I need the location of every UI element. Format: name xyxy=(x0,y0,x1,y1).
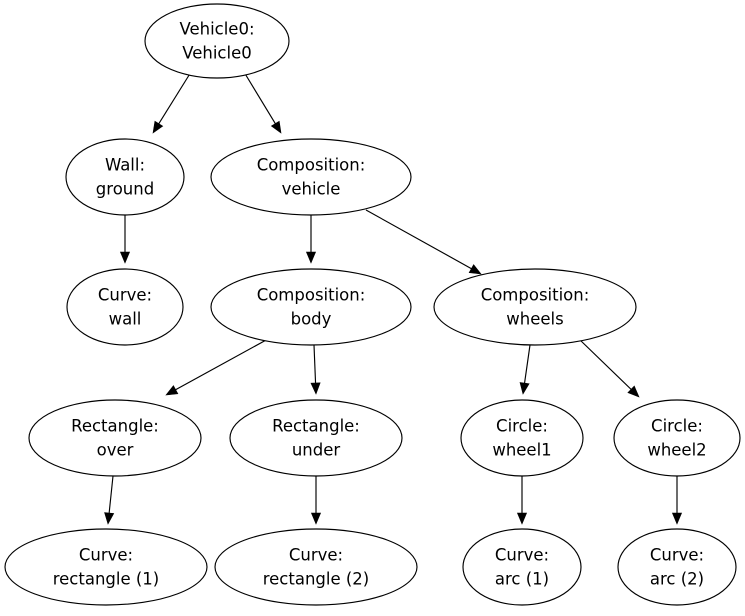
graph-node-curve-arc-1[interactable]: Curve: arc (1) xyxy=(462,528,582,606)
edge-arrowhead-icon xyxy=(305,251,317,264)
edge-line xyxy=(523,344,531,386)
node-label-line2: arc (1) xyxy=(495,570,549,589)
node-label-line1: Curve: xyxy=(289,546,343,565)
graph-node-circle-wheel2[interactable]: Circle: wheel2 xyxy=(613,399,741,477)
graph-edge xyxy=(519,344,531,395)
node-label-line1: Curve: xyxy=(650,546,704,565)
graph-node-vehicle0[interactable]: Vehicle0: Vehicle0 xyxy=(144,3,290,79)
edge-line xyxy=(578,338,634,392)
node-label-line2: wall xyxy=(109,310,142,329)
node-ellipse-shape xyxy=(28,399,202,477)
graph-edge xyxy=(243,71,282,134)
node-label-line2: wheels xyxy=(506,310,563,329)
node-label-line1: Rectangle: xyxy=(71,417,159,436)
node-ellipse-shape xyxy=(144,3,290,79)
graph-edge xyxy=(516,476,528,525)
node-label-line2: Vehicle0 xyxy=(182,44,252,63)
edge-arrowhead-icon xyxy=(519,382,530,395)
graph-edge xyxy=(305,215,317,264)
graph-node-curve-rectangle-2[interactable]: Curve: rectangle (2) xyxy=(214,528,418,606)
node-label-line1: Circle: xyxy=(651,417,703,436)
graph-edge xyxy=(310,344,321,395)
node-label-line1: Curve: xyxy=(98,286,152,305)
edge-line xyxy=(108,475,114,516)
graph-node-circle-wheel1[interactable]: Circle: wheel1 xyxy=(460,399,584,477)
node-label-line2: rectangle (1) xyxy=(53,570,160,589)
nodes-layer: Vehicle0:Vehicle0Wall:groundComposition:… xyxy=(4,3,741,606)
edge-arrowhead-icon xyxy=(468,264,482,275)
graph-edge xyxy=(578,338,640,398)
graph-edge xyxy=(152,71,192,134)
node-ellipse-shape xyxy=(433,268,637,346)
edge-arrowhead-icon xyxy=(152,120,164,134)
edge-line xyxy=(313,344,317,386)
node-label-line2: wheel1 xyxy=(492,441,551,460)
graph-node-composition-vehicle[interactable]: Composition: vehicle xyxy=(210,138,412,216)
node-ellipse-shape xyxy=(66,268,184,346)
node-ellipse-shape xyxy=(229,399,403,477)
edge-arrowhead-icon xyxy=(671,512,683,525)
node-ellipse-shape xyxy=(462,528,582,606)
graph-node-curve-rectangle-1[interactable]: Curve: rectangle (1) xyxy=(4,528,208,606)
node-label-line2: rectangle (2) xyxy=(263,570,370,589)
edge-line xyxy=(243,71,277,126)
edge-arrowhead-icon xyxy=(516,512,528,525)
node-label-line1: Rectangle: xyxy=(272,417,360,436)
edge-arrowhead-icon xyxy=(270,120,282,134)
node-label-line2: wheel2 xyxy=(647,441,706,460)
node-ellipse-shape xyxy=(65,138,185,216)
edge-arrowhead-icon xyxy=(119,251,131,264)
node-ellipse-shape xyxy=(460,399,584,477)
graph-edge xyxy=(365,209,482,275)
edge-arrowhead-icon xyxy=(165,385,179,396)
node-label-line1: Composition: xyxy=(257,286,366,305)
node-label-line1: Composition: xyxy=(257,156,366,175)
node-label-line1: Wall: xyxy=(105,156,145,175)
graph-node-composition-wheels[interactable]: Composition: wheels xyxy=(433,268,637,346)
node-label-line1: Vehicle0: xyxy=(179,20,254,39)
node-label-line1: Composition: xyxy=(481,286,590,305)
node-ellipse-shape xyxy=(4,528,208,606)
graph-node-rectangle-over[interactable]: Rectangle: over xyxy=(28,399,202,477)
node-label-line1: Curve: xyxy=(495,546,549,565)
node-label-line2: arc (2) xyxy=(650,570,704,589)
graph-edge xyxy=(104,475,115,525)
node-label-line2: vehicle xyxy=(282,180,341,199)
node-label-line1: Circle: xyxy=(496,417,548,436)
edge-line xyxy=(173,338,269,392)
node-ellipse-shape xyxy=(210,138,412,216)
graph-node-curve-arc-2[interactable]: Curve: arc (2) xyxy=(617,528,737,606)
edge-line xyxy=(365,209,474,271)
graph-edge xyxy=(119,215,131,264)
node-label-line2: over xyxy=(97,441,134,460)
graph-node-rectangle-under[interactable]: Rectangle: under xyxy=(229,399,403,477)
node-label-line2: ground xyxy=(96,180,154,199)
edge-arrowhead-icon xyxy=(310,382,321,395)
node-label-line2: under xyxy=(292,441,341,460)
node-ellipse-shape xyxy=(617,528,737,606)
graph-node-composition-body[interactable]: Composition: body xyxy=(210,268,412,346)
graph-edge xyxy=(165,338,269,396)
graph-node-wall-ground[interactable]: Wall: ground xyxy=(65,138,185,216)
node-label-line2: body xyxy=(291,310,332,329)
edge-arrowhead-icon xyxy=(104,512,115,525)
node-label-line1: Curve: xyxy=(79,546,133,565)
edges-layer xyxy=(104,71,683,525)
node-ellipse-shape xyxy=(613,399,741,477)
graph-edge xyxy=(671,476,683,525)
node-ellipse-shape xyxy=(214,528,418,606)
graph-node-curve-wall[interactable]: Curve: wall xyxy=(66,268,184,346)
edge-arrowhead-icon xyxy=(627,385,640,398)
edge-line xyxy=(157,71,192,126)
edge-arrowhead-icon xyxy=(310,512,322,525)
node-ellipse-shape xyxy=(210,268,412,346)
graph-edge xyxy=(310,476,322,525)
